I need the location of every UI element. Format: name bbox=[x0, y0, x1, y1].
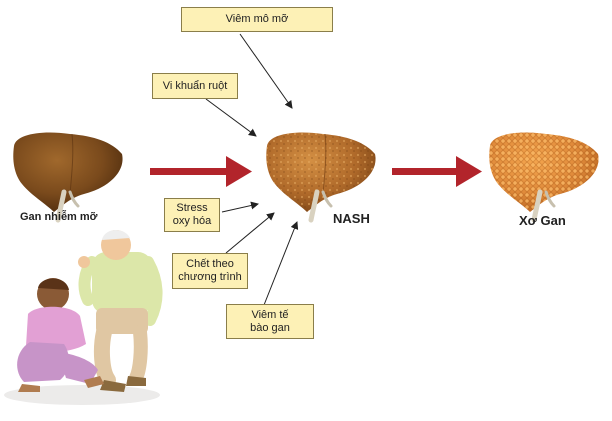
callout-steatohepatitis-text: Viêm mô mỡ bbox=[225, 13, 289, 25]
label-nash: NASH bbox=[333, 211, 370, 226]
callout-oxidative-stress-line-1: Stress bbox=[176, 202, 208, 214]
couple-illustration bbox=[4, 229, 163, 405]
factor-arrow-steatohepatitis bbox=[239, 33, 293, 109]
nash-liver-image bbox=[266, 132, 376, 223]
progress-arrow-1 bbox=[150, 156, 252, 187]
callout-hepatocyte-inflammation-line-2: bào gan bbox=[250, 321, 290, 334]
callout-programmed-death-line-1: Chết theo bbox=[186, 258, 234, 270]
callout-programmed-death: Chết theo chương trình bbox=[172, 253, 248, 289]
progress-arrow-2 bbox=[392, 156, 482, 187]
fatty-liver-image bbox=[13, 132, 123, 223]
cirrhosis-liver-image bbox=[489, 132, 599, 223]
callout-hepatocyte-inflammation: Viêm tế bào gan bbox=[226, 304, 314, 339]
callout-gut-bacteria: Vi khuẩn ruột bbox=[152, 73, 238, 99]
callout-oxidative-stress-line-2: oxy hóa bbox=[172, 215, 212, 227]
factor-arrow-hepatocyte-inflammation bbox=[263, 221, 299, 306]
label-fatty-liver: Gan nhiễm mỡ bbox=[20, 211, 98, 223]
label-cirrhosis: Xơ Gan bbox=[519, 213, 566, 228]
factor-arrow-gut-bacteria bbox=[205, 98, 257, 137]
factor-arrow-oxidative-stress bbox=[221, 201, 259, 213]
callout-oxidative-stress: Stress oxy hóa bbox=[164, 198, 220, 232]
factor-arrow-programmed-death bbox=[225, 212, 275, 254]
callout-programmed-death-line-2: chương trình bbox=[178, 271, 242, 283]
callout-gut-bacteria-text: Vi khuẩn ruột bbox=[162, 79, 228, 92]
callout-hepatocyte-inflammation-line-1: Viêm tế bbox=[251, 308, 289, 321]
callout-steatohepatitis: Viêm mô mỡ bbox=[181, 7, 333, 32]
